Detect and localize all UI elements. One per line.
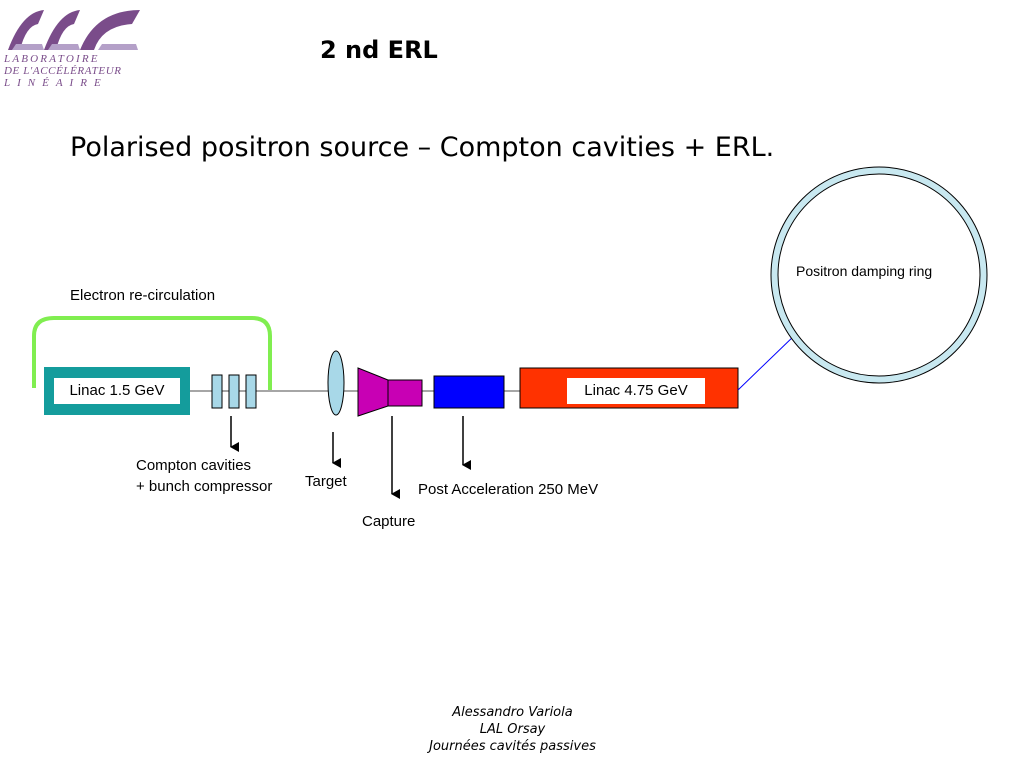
lal-logo-mark [8, 10, 140, 50]
damping-ring-label: Positron damping ring [796, 263, 933, 279]
footer: Alessandro Variola LAL Orsay Journées ca… [380, 704, 645, 755]
target-lens [327, 350, 345, 416]
capture-tube [387, 379, 423, 407]
footer-event: Journées cavités passives [429, 739, 596, 754]
logo-line-2: DE L'ACCÉLÉRATEUR [4, 65, 122, 77]
slide-subtitle: Polarised positron source – Compton cavi… [70, 132, 775, 163]
slide-title: 2 nd ERL [320, 36, 438, 64]
linac-1-label: Linac 1.5 GeV [54, 378, 180, 404]
recirculation-path [32, 316, 272, 390]
compton-cavity-2 [228, 374, 240, 409]
compton-label-line-1: Compton cavities [136, 457, 252, 474]
logo-line-3: LINÉAIRE [4, 77, 108, 89]
post-acceleration-label: Post Acceleration 250 MeV [418, 481, 599, 498]
linac-2-label: Linac 4.75 GeV [567, 378, 705, 404]
footer-lab: LAL Orsay [479, 722, 546, 737]
capture-horn [357, 367, 389, 417]
footer-author: Alessandro Variola [452, 705, 573, 720]
compton-cavity-3 [245, 374, 257, 409]
damping-ring-inner [777, 173, 981, 377]
target-label: Target [305, 473, 347, 490]
post-acceleration-block [433, 375, 505, 409]
compton-label-line-2: + bunch compressor [136, 478, 273, 495]
capture-label: Capture [362, 513, 416, 530]
lal-logo: LABORATOIRE DE L'ACCÉLÉRATEUR LINÉAIRE [4, 4, 144, 89]
ring-transfer-line [737, 333, 797, 391]
logo-line-1: LABORATOIRE [4, 53, 100, 65]
recirculation-label: Electron re-circulation [70, 287, 216, 304]
compton-cavity-1 [211, 374, 223, 409]
